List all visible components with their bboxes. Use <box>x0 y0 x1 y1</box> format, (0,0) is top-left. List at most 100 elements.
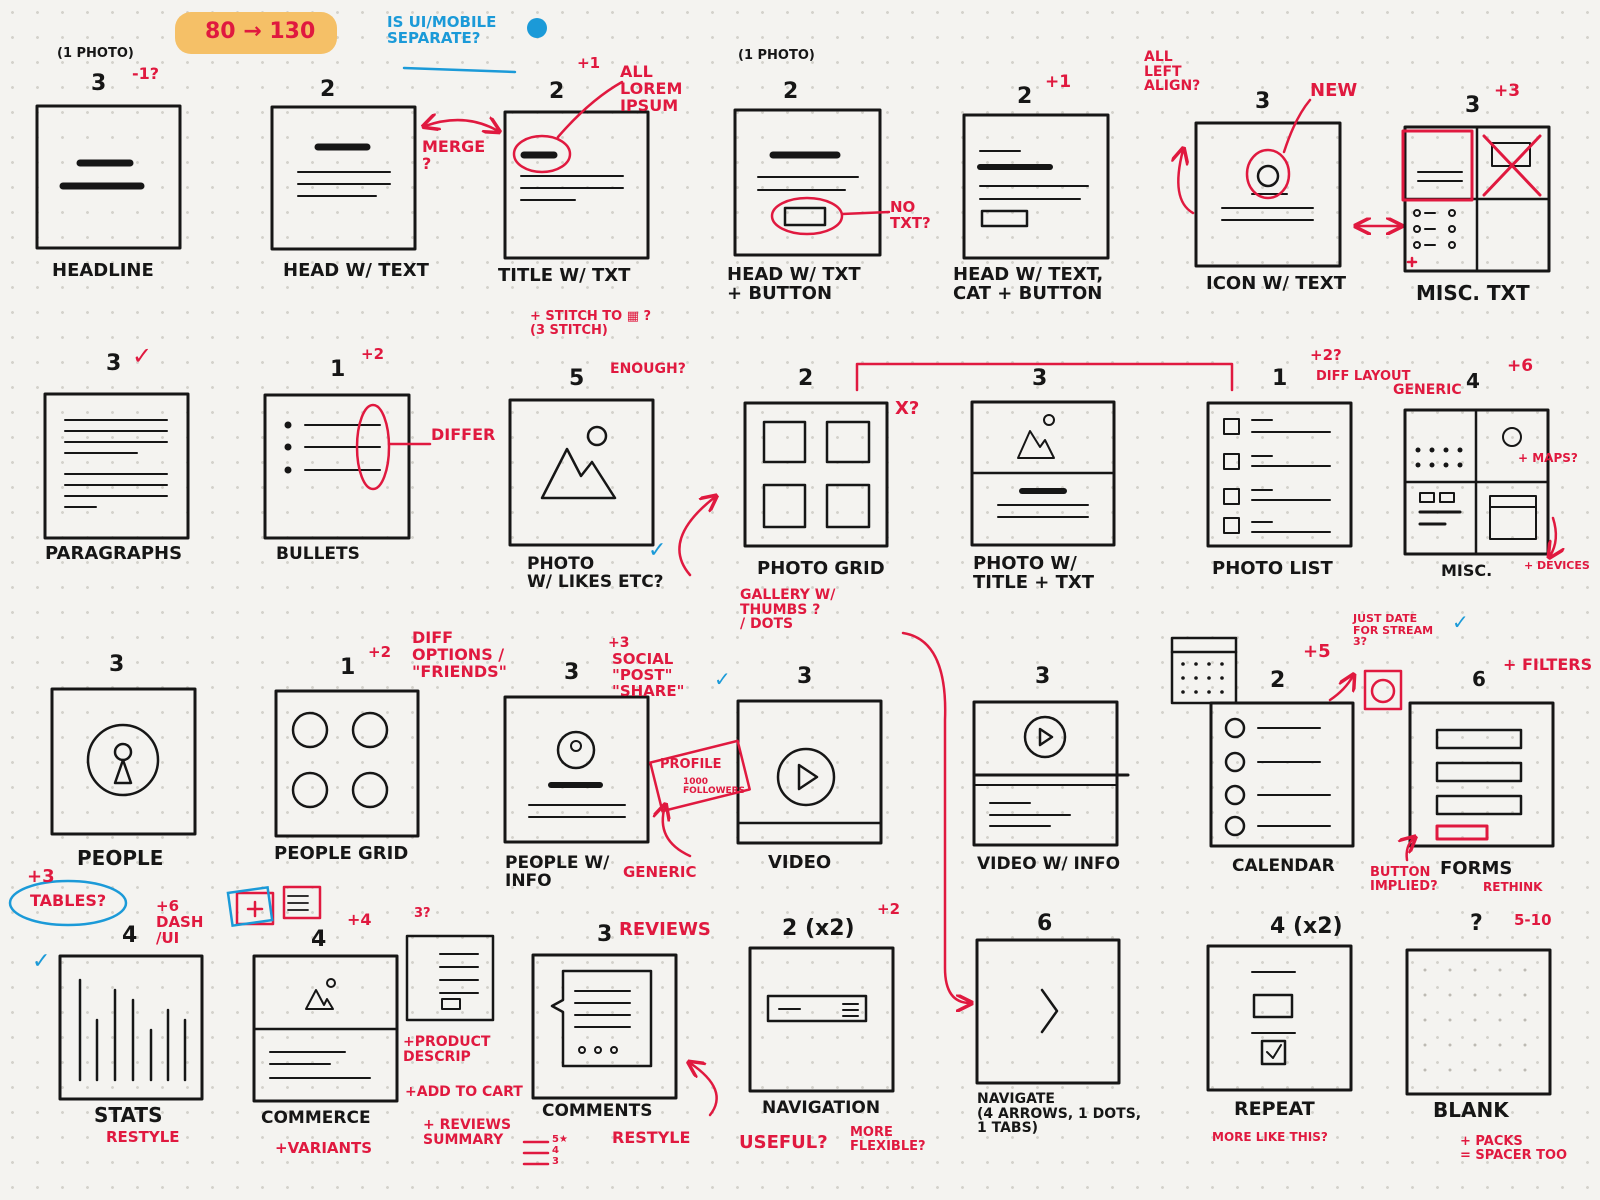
card-note4: +VARIANTS <box>275 1139 373 1157</box>
card-count: 4 <box>311 927 327 952</box>
card-blank <box>1405 948 1552 1096</box>
card-navigation <box>748 946 895 1093</box>
review-star-label: 5★ <box>552 1134 568 1145</box>
card-label: HEAD W/ TEXT <box>283 260 429 281</box>
review-star-label: 3 <box>552 1156 559 1167</box>
card-delta: 5-10 <box>1514 911 1552 929</box>
card-count: 3 <box>1032 366 1048 391</box>
card-photo-note: (1 PHOTO) <box>738 48 815 63</box>
card-label: VIDEO W/ INFO <box>977 854 1121 874</box>
card-forms <box>1408 701 1555 848</box>
card-note2: MORE FLEXIBLE? <box>850 1125 926 1154</box>
card-note2: BUTTON IMPLIED? <box>1370 865 1438 894</box>
card-label: PHOTO LIST <box>1212 558 1333 579</box>
card-calendar <box>1209 701 1355 848</box>
card-mark: ✓ <box>648 538 667 563</box>
card-count: 2 (x2) <box>782 916 855 941</box>
card-count: 6 <box>1472 667 1486 691</box>
card-count: 2 <box>783 79 799 104</box>
card-note3: +6 DASH /UI <box>156 897 204 947</box>
card-delta: +3 <box>1494 81 1521 101</box>
card-count: 4 <box>1466 369 1480 393</box>
card-label: BULLETS <box>276 544 360 564</box>
card-photo-list <box>1206 401 1353 548</box>
card-label: PHOTO GRID <box>757 558 885 579</box>
card-count: 4 <box>122 923 138 948</box>
card-delta: +2? <box>1310 346 1342 364</box>
review-star-label: 4 <box>552 1145 559 1156</box>
left-align-arrow <box>1178 150 1195 215</box>
card-repeat <box>1206 944 1353 1092</box>
card-count: 3 <box>797 664 813 689</box>
card-head-w-txt-button <box>733 108 882 257</box>
card-delta: +2 <box>368 643 392 661</box>
card-photo-note: (1 PHOTO) <box>57 46 134 61</box>
card-note: DIFFER <box>431 425 496 444</box>
card-count: 3 <box>1255 89 1271 114</box>
card-count: 4 (x2) <box>1270 914 1343 939</box>
card-note: + PACKS = SPACER TOO <box>1460 1134 1568 1163</box>
card-label: VIDEO <box>768 852 832 873</box>
card-icon-w-text <box>1194 121 1342 268</box>
card-delta: +4 <box>347 910 372 929</box>
card-note3: + DEVICES <box>1524 559 1590 572</box>
card-note3: RETHINK <box>1483 880 1543 894</box>
card-label: COMMENTS <box>542 1101 653 1121</box>
card-label: REPEAT <box>1234 1098 1315 1120</box>
card-people-w-info <box>503 695 650 844</box>
card-count: 3 <box>597 922 613 947</box>
card-badge-sub: 1000 FOLLOWERS <box>683 777 746 797</box>
card-paragraphs <box>43 392 190 540</box>
card-note: DIFF LAYOUT <box>1316 369 1411 384</box>
card-count: ? <box>1470 911 1483 936</box>
card-note2: ALL LEFT ALIGN? <box>1144 49 1201 95</box>
card-label: PEOPLE GRID <box>274 843 409 864</box>
card-note: MERGE ? <box>422 137 486 173</box>
card-note: JUST DATE FOR STREAM 3? <box>1353 612 1434 649</box>
card-delta: +2 <box>361 345 385 363</box>
card-count: 1 <box>340 655 356 680</box>
card-delta: +2 <box>877 900 901 918</box>
card-label: TITLE W/ TXT <box>498 265 631 286</box>
card-people-grid <box>274 689 420 838</box>
card-note: + STITCH TO ▦ ? (3 STITCH) <box>530 309 652 338</box>
card-photo-grid <box>743 401 889 548</box>
card-label: NAVIGATION <box>762 1098 881 1118</box>
card-label: MISC. <box>1441 561 1493 580</box>
card-note2: RESTYLE <box>612 1128 691 1147</box>
card-head-w-text-cat-button <box>962 113 1110 260</box>
card-mark: ✓ <box>132 342 153 370</box>
card-note: ALL LOREM IPSUM <box>620 62 683 115</box>
card-count: 3 <box>1465 93 1481 118</box>
card-badge: PROFILE <box>660 757 722 772</box>
card-label: FORMS <box>1440 858 1513 879</box>
card-count: 1 <box>330 357 346 382</box>
card-note2: + MAPS? <box>1518 451 1578 465</box>
card-label: MISC. TXT <box>1416 281 1530 305</box>
card-mark: ✓ <box>1452 610 1469 634</box>
card-note2: RESTYLE <box>106 1128 180 1146</box>
calendar-mini-sketch <box>1170 636 1238 705</box>
card-label: HEAD W/ TEXT, CAT + BUTTON <box>953 264 1104 304</box>
card-count: 2 <box>549 79 565 104</box>
card-label: PARAGRAPHS <box>45 543 183 564</box>
card-comments <box>531 953 678 1100</box>
card-delta: +5 <box>1303 641 1331 662</box>
tables-question-outline <box>8 879 128 927</box>
card-count: 3 <box>1035 664 1051 689</box>
card-delta: +6 <box>1507 356 1534 376</box>
card-delta: +1 <box>1045 72 1072 92</box>
card-delta: +3 <box>608 635 630 651</box>
card-label: NAVIGATE (4 ARROWS, 1 DOTS, 1 TABS) <box>977 1091 1142 1137</box>
card-note: SOCIAL "POST" "SHARE" <box>612 650 685 700</box>
merge-arrow <box>425 120 498 131</box>
card-count: 1 <box>1272 366 1288 391</box>
gallery-to-navigate-arrow <box>901 631 970 1003</box>
card-count: 2 <box>1017 84 1033 109</box>
card-count: 2 <box>1270 668 1286 693</box>
card-label: PEOPLE W/ INFO <box>505 853 610 891</box>
card-delta: +3 <box>27 866 55 887</box>
card-count: 2 <box>320 77 336 102</box>
card-count: 5 <box>569 366 585 391</box>
